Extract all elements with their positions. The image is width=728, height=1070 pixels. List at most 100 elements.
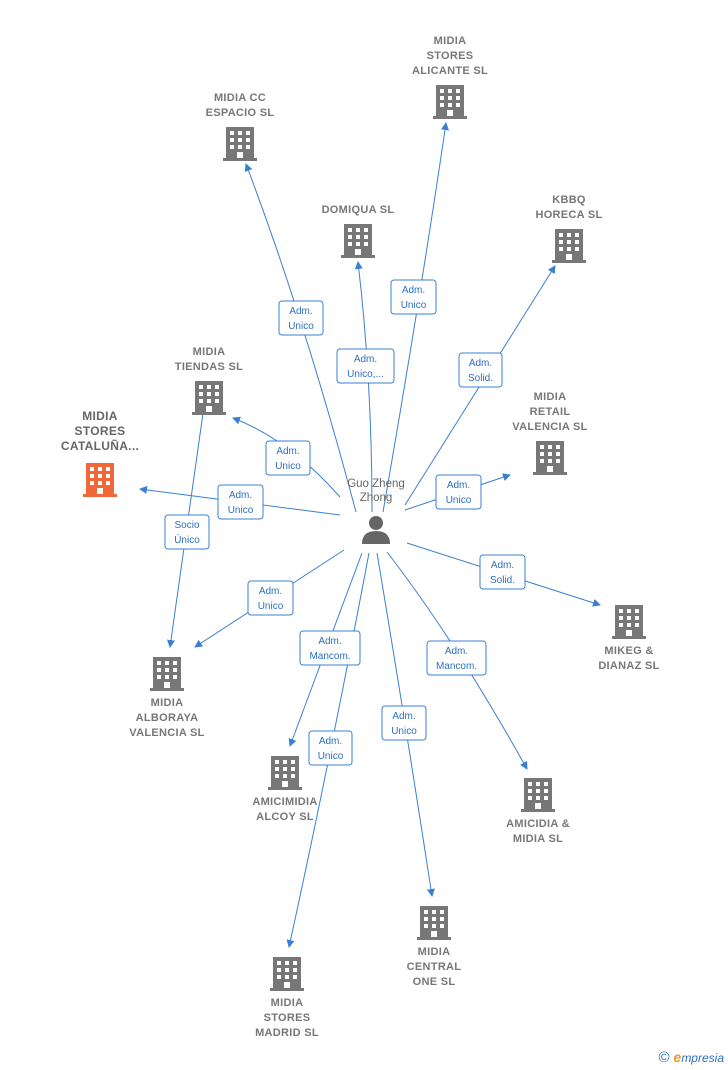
company-node-midia-tiendas[interactable]: MIDIA TIENDAS SL (175, 346, 243, 415)
company-label-line: HORECA SL (535, 209, 602, 221)
company-label-line: ALBORAYA (136, 712, 199, 724)
company-node-amicimidia-alcoy[interactable]: AMICIMIDIA ALCOY SL (252, 756, 317, 823)
company-label-line: DOMIQUA SL (322, 204, 395, 216)
person-name-line: Guo Zheng (347, 478, 405, 490)
relation-box (247, 580, 294, 616)
relation-label-alicante[interactable]: Adm. Unico (390, 279, 437, 315)
company-label-line: ONE SL (413, 976, 456, 988)
relation-text-line: Adm. (318, 636, 341, 647)
company-label-line: ESPACIO SL (206, 107, 275, 119)
company-node-midia-stores-cataluna[interactable]: MIDIASTORESCATALUÑA... (61, 409, 139, 497)
relation-text-line: Adm. (259, 586, 282, 597)
relation-text-line: Adm. (354, 354, 377, 365)
company-node-midia-cc-espacio[interactable]: MIDIA CC ESPACIO SL (206, 92, 275, 161)
relations-layer: Adm.UnicoAdm.UnicoAdm.Unico,...Adm.Solid… (164, 279, 526, 766)
company-label-line: AMICIMIDIA (252, 796, 317, 808)
company-label-line: ALICANTE SL (412, 65, 488, 77)
company-label-line: STORES (427, 50, 474, 62)
relation-box (217, 484, 264, 520)
relation-label-alcoy[interactable]: Adm. Mancom. (299, 630, 361, 666)
relation-text-line: Adm. (469, 358, 492, 369)
relation-text-line: Unico (446, 495, 472, 506)
nodes-layer: MIDIA STORES ALICANTE SL MIDIA CC ESPACIO SL… (61, 35, 659, 1039)
relation-text-line: Adm. (445, 646, 468, 657)
company-label-line: ALCOY SL (256, 811, 314, 823)
company-label-line: MIDIA (434, 35, 467, 47)
relation-label-madrid[interactable]: Adm. Unico (308, 730, 353, 766)
relation-box (278, 300, 324, 336)
edge-alicante (382, 122, 449, 513)
building-icon (433, 85, 467, 119)
company-label-line: MIKEG & (604, 645, 653, 657)
relation-label-espacio[interactable]: Adm.Unico (278, 300, 324, 336)
company-label-line: MIDIA SL (513, 833, 563, 845)
relation-text-line: Unico (258, 601, 284, 612)
relation-label-amicidia[interactable]: Adm. Mancom. (426, 640, 487, 676)
relation-label-cataluna[interactable]: Adm. Unico (217, 484, 264, 520)
relation-text-line: Unico (228, 505, 254, 516)
company-label-line: MADRID SL (255, 1027, 319, 1039)
relation-box (390, 279, 437, 315)
relation-text-line: Unico (391, 726, 417, 737)
relation-label-domiqua[interactable]: Adm. Unico,... (336, 348, 395, 384)
company-label-line: MIDIA (82, 409, 118, 423)
relation-label-kbbq[interactable]: Adm. Solid. (458, 352, 503, 388)
relation-box (164, 514, 210, 550)
relation-text-line: Mancom. (309, 651, 350, 662)
building-icon (270, 957, 304, 991)
relation-label-retail[interactable]: Adm. Unico (435, 474, 482, 510)
company-label-line: STORES (264, 1012, 311, 1024)
building-icon (83, 463, 117, 497)
relation-label-central[interactable]: Adm. Unico (381, 705, 427, 741)
company-label-line: TIENDAS SL (175, 361, 243, 373)
building-icon (533, 441, 567, 475)
building-icon (150, 657, 184, 691)
company-label-line: MIDIA (193, 346, 226, 358)
company-node-mikeg-dianaz[interactable]: MIKEG & DIANAZ SL (598, 605, 659, 672)
company-label-line: CENTRAL (407, 961, 462, 973)
relation-text-line: Solid. (468, 373, 493, 384)
relation-text-line: Mancom. (436, 661, 477, 672)
brand-footer[interactable]: ©empresia (658, 1049, 724, 1066)
relation-text-line: Unico (288, 321, 314, 332)
relation-label-alboraya[interactable]: Adm. Unico (247, 580, 294, 616)
relation-text-line: Unico (275, 461, 301, 472)
company-label-line: AMICIDIA & (506, 818, 570, 830)
relation-box (435, 474, 482, 510)
company-label-line: DIANAZ SL (598, 660, 659, 672)
relation-text-line: Adm. (276, 446, 299, 457)
person-name-line: Zhong (360, 492, 393, 504)
relation-text-line: Adm. (229, 490, 252, 501)
relation-box (458, 352, 503, 388)
relation-text-line: Adm. (319, 736, 342, 747)
relation-text-line: Unico,... (347, 369, 384, 380)
company-label-line: RETAIL (530, 406, 571, 418)
relation-text-line: Solid. (490, 575, 515, 586)
company-label-line: MIDIA CC (214, 92, 266, 104)
relation-box (299, 630, 361, 666)
relation-label-tiendas[interactable]: Adm. Unico (265, 440, 311, 476)
company-label-line: CATALUÑA... (61, 438, 139, 453)
relation-label-mikeg[interactable]: Adm.Solid. (479, 554, 526, 590)
relation-text-line: Adm. (447, 480, 470, 491)
brand-name: mpresia (681, 1051, 724, 1065)
relation-text-line: Adm. (392, 711, 415, 722)
relation-text-line: Adm. (402, 285, 425, 296)
building-icon (223, 127, 257, 161)
edge-domiqua (354, 261, 373, 513)
relation-text-line: Unico (401, 300, 427, 311)
company-node-midia-stores-alicante[interactable]: MIDIA STORES ALICANTE SL (412, 35, 488, 119)
building-icon (192, 381, 226, 415)
relation-text-line: Unico (318, 751, 344, 762)
company-node-amicidia-midia[interactable]: AMICIDIA & MIDIA SL (506, 778, 570, 845)
building-icon (268, 756, 302, 790)
company-node-domiqua[interactable]: DOMIQUA SL (322, 204, 395, 258)
relation-box (381, 705, 427, 741)
